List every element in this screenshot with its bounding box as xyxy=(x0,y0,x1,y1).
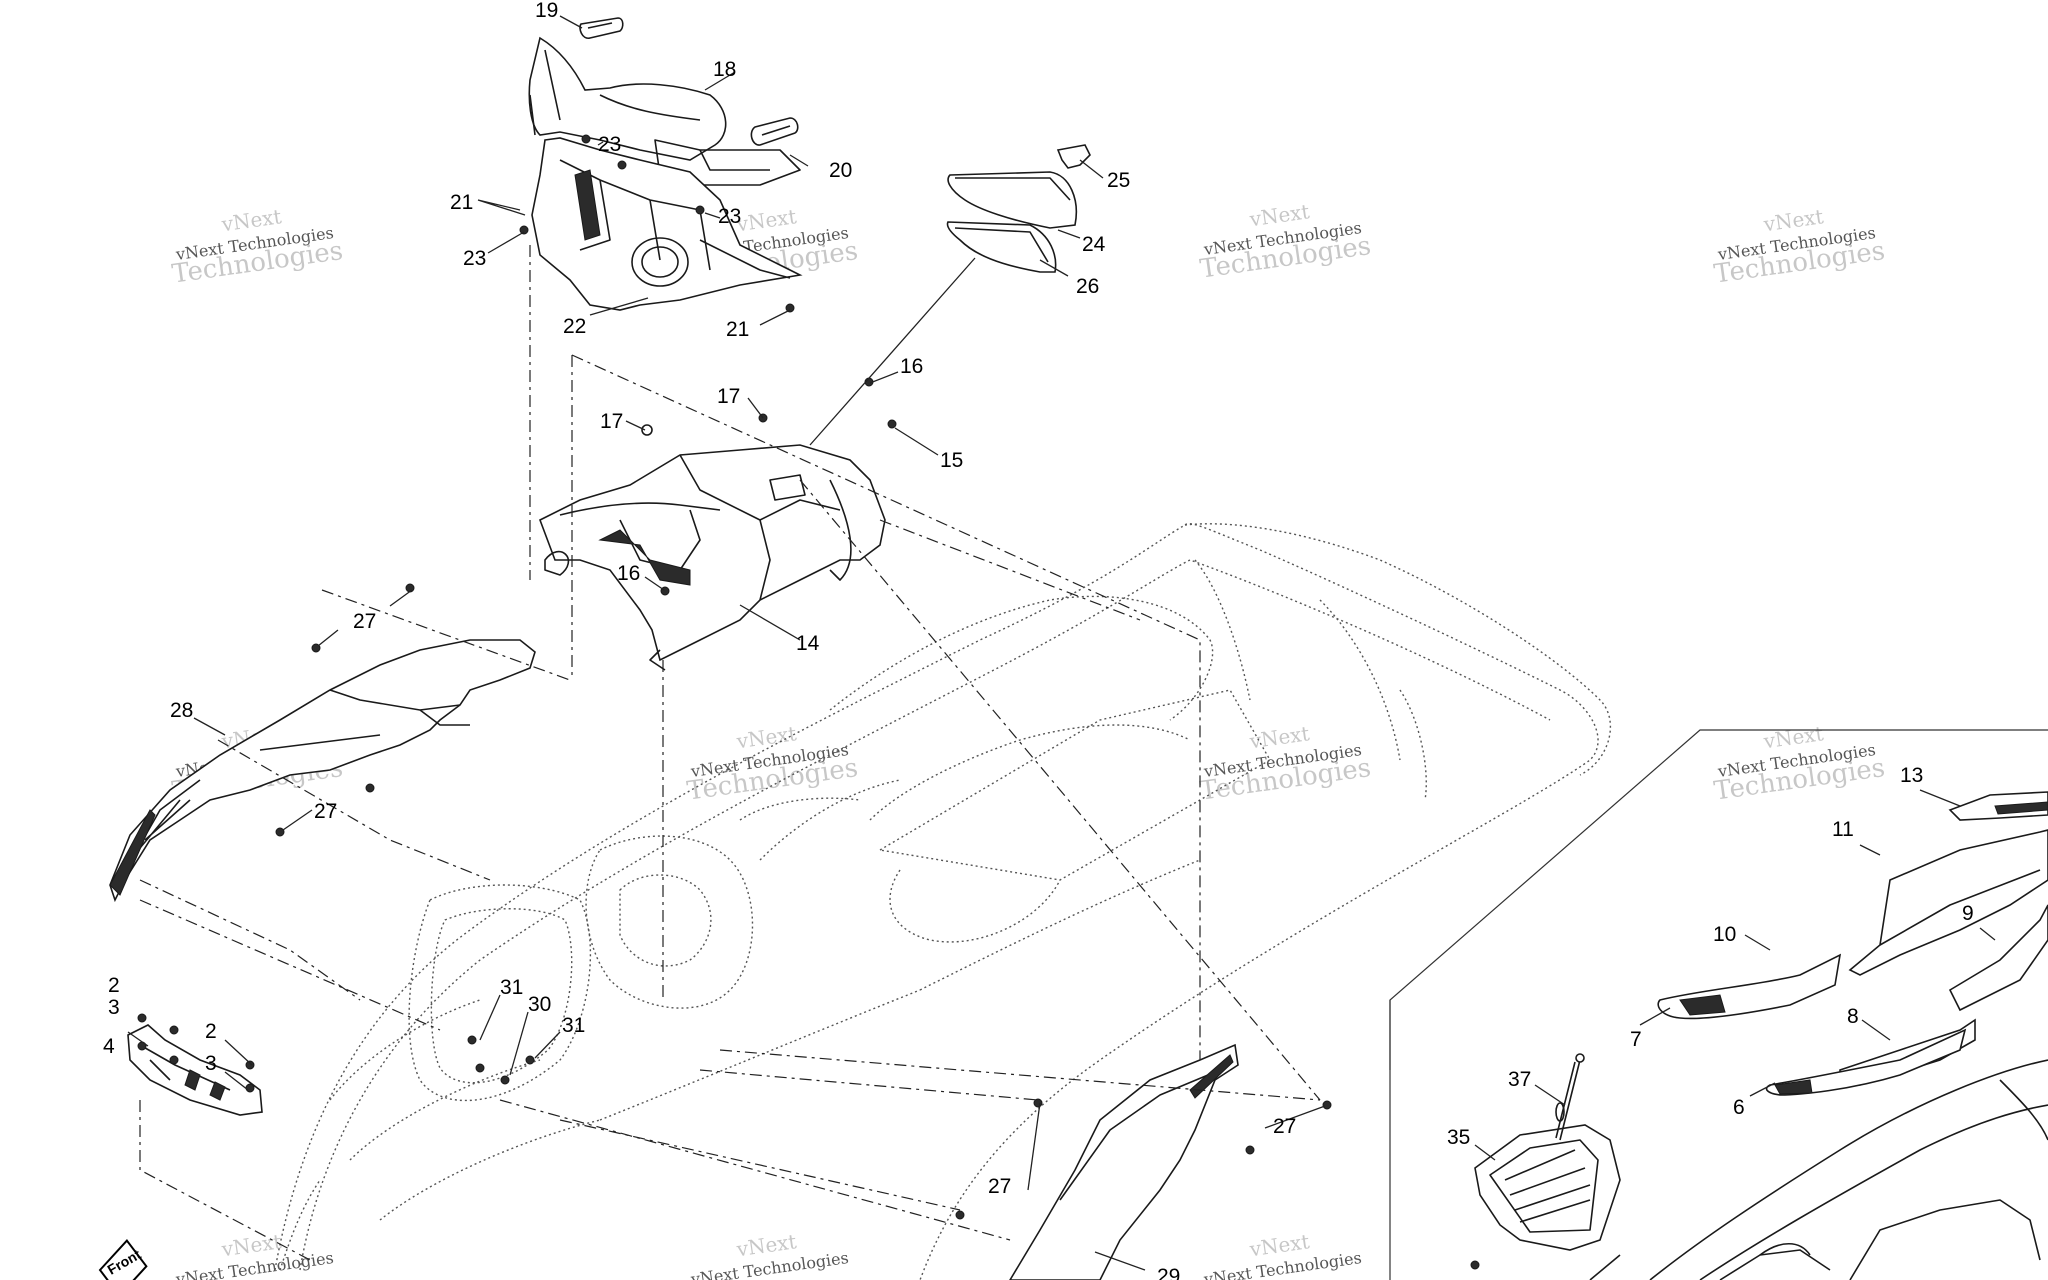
part-29-side-panel xyxy=(1009,1043,1239,1280)
part-35-mat xyxy=(1474,1124,1621,1251)
callout-30: 30 xyxy=(528,993,551,1016)
callout-10: 10 xyxy=(1713,923,1736,946)
screw-icon xyxy=(475,1063,485,1073)
callout-23: 23 xyxy=(598,133,621,156)
callout-31: 31 xyxy=(500,976,523,999)
part-28-front-trim xyxy=(109,639,536,903)
callout-19: 19 xyxy=(535,0,558,22)
part-14-center-console xyxy=(538,444,886,671)
screw-icon xyxy=(365,783,375,793)
callout-2: 2 xyxy=(205,1020,217,1043)
callout-3: 3 xyxy=(108,996,120,1019)
screw-icon xyxy=(245,1083,255,1093)
part-19-grip xyxy=(579,17,624,39)
callout-27: 27 xyxy=(1273,1115,1296,1138)
watermark: vNext vNext Technologies Technologies xyxy=(685,721,860,806)
leader-lines xyxy=(127,15,1996,1271)
callout-17: 17 xyxy=(600,410,623,433)
callout-28: 28 xyxy=(170,699,193,722)
callout-group: 19 18 23 20 21 23 23 22 21 25 24 26 16 1… xyxy=(103,0,1974,1280)
callout-37: 37 xyxy=(1508,1068,1531,1091)
inset-frame xyxy=(1389,729,2048,1280)
screw-icon xyxy=(169,1055,179,1065)
callout-13: 13 xyxy=(1900,764,1923,787)
callout-21: 21 xyxy=(450,191,473,214)
part-22-console-body xyxy=(531,137,803,311)
front-direction-badge: Front xyxy=(98,1239,148,1280)
callout-9: 9 xyxy=(1962,902,1974,925)
hull-outline xyxy=(274,523,1612,1280)
callout-26: 26 xyxy=(1076,275,1099,298)
screw-icon xyxy=(275,827,285,837)
watermark: vNext vNext Technologies Technologies xyxy=(1712,204,1887,289)
part-13-trim xyxy=(1948,791,2048,821)
callout-23: 23 xyxy=(718,205,741,228)
callout-27: 27 xyxy=(353,610,376,633)
callout-29: 29 xyxy=(1157,1265,1180,1280)
callout-2: 2 xyxy=(108,974,120,997)
screw-icon xyxy=(1245,1145,1255,1155)
watermark: vNext vNext Technologies Technologies xyxy=(1712,721,1887,806)
callout-25: 25 xyxy=(1107,169,1130,192)
part-24-lid xyxy=(947,171,1077,229)
callout-7: 7 xyxy=(1630,1028,1642,1051)
screw-icon xyxy=(500,1075,510,1085)
part-11-strip xyxy=(1848,829,2048,976)
screw-icon xyxy=(525,1055,535,1065)
screw-icon xyxy=(785,303,795,313)
part-37-strap xyxy=(1555,1053,1585,1141)
screw-icon xyxy=(887,419,897,429)
screw-icon xyxy=(1322,1100,1332,1110)
inset-hull-detail xyxy=(1589,1059,2048,1280)
callout-23: 23 xyxy=(463,247,486,270)
callout-16: 16 xyxy=(617,562,640,585)
callout-24: 24 xyxy=(1082,233,1106,256)
callout-16: 16 xyxy=(900,355,923,378)
screw-icon xyxy=(641,424,653,436)
screw-icon xyxy=(695,205,705,215)
callout-31: 31 xyxy=(562,1014,585,1037)
callout-3: 3 xyxy=(205,1052,217,1075)
callout-18: 18 xyxy=(713,58,736,81)
callout-20: 20 xyxy=(829,159,852,182)
part-26-seal xyxy=(946,221,1057,273)
callout-21: 21 xyxy=(726,318,749,341)
callout-35: 35 xyxy=(1447,1126,1470,1149)
screw-icon xyxy=(955,1210,965,1220)
callout-4: 4 xyxy=(103,1035,115,1058)
callout-14: 14 xyxy=(796,632,820,655)
callout-17: 17 xyxy=(717,385,740,408)
screw-icon xyxy=(137,1013,147,1023)
part-20-grip xyxy=(750,117,799,146)
part-6-strip xyxy=(1765,1028,1967,1096)
screw-icon xyxy=(169,1025,179,1035)
callout-11: 11 xyxy=(1832,818,1854,841)
screw-icon xyxy=(245,1060,255,1070)
part-4-bracket xyxy=(127,1024,263,1116)
watermark: vNext vNext Technologies xyxy=(1202,1229,1363,1280)
watermark: vNext vNext Technologies Technologies xyxy=(1198,721,1373,806)
callout-27: 27 xyxy=(314,800,337,823)
screw-icon xyxy=(581,134,591,144)
callout-6: 6 xyxy=(1733,1096,1745,1119)
screw-icon xyxy=(1470,1260,1480,1270)
callout-22: 22 xyxy=(563,315,586,338)
callout-8: 8 xyxy=(1847,1005,1859,1028)
watermark: vNext vNext Technologies Technologies xyxy=(170,204,345,289)
part-9-strip xyxy=(1948,904,2048,1012)
watermark: vNext vNext Technologies Technologies xyxy=(1198,199,1373,284)
screw-icon xyxy=(519,225,529,235)
part-10-strip xyxy=(1657,953,1842,1020)
screw-icon xyxy=(617,160,627,170)
watermark: vNext vNext Technologies xyxy=(689,1229,850,1280)
callout-27: 27 xyxy=(988,1175,1011,1198)
screw-icon xyxy=(467,1035,477,1045)
watermark-group: vNext vNext Technologies Technologies vN… xyxy=(170,199,1887,1280)
callout-15: 15 xyxy=(940,449,963,472)
assembly-lines xyxy=(139,245,1321,1261)
watermark: vNext vNext Technologies xyxy=(174,1229,335,1280)
